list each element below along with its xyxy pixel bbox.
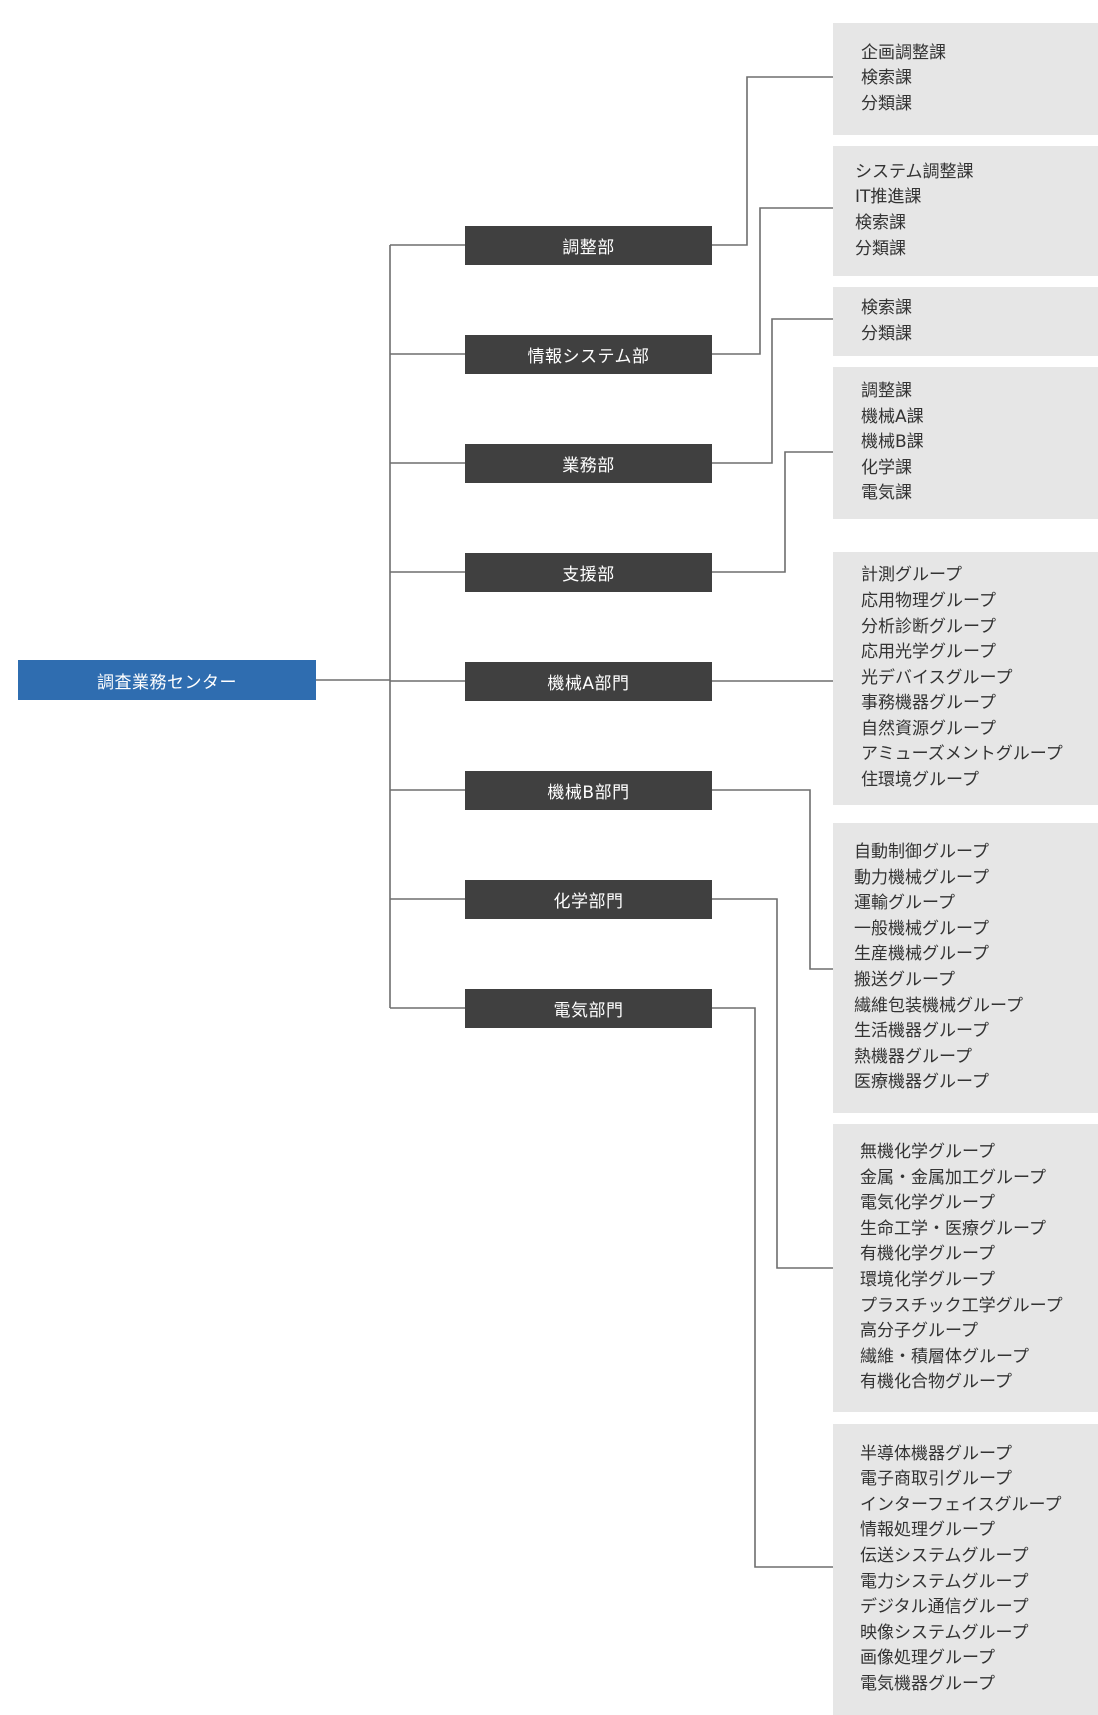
units-panel-denki: 半導体機器グループ電子商取引グループインターフェイスグループ情報処理グループ伝送… [833, 1424, 1098, 1715]
panel-connector [712, 1007, 833, 1568]
unit-item: デジタル通信グループ [860, 1597, 1029, 1618]
units-panel-joho-system: システム調整課 IT推進課検索課分類課 [833, 146, 1098, 276]
unit-item: 繊維・積層体グループ [860, 1346, 1029, 1367]
unit-item: 搬送グループ [854, 970, 955, 990]
unit-item: 検索課 [861, 297, 912, 318]
unit-item: 検索課 [861, 68, 912, 89]
unit-list: 計測グループ応用物理グループ分析診断グループ応用光学グループ光デバイスグループ事… [861, 563, 1063, 793]
unit-item: 電子商取引グループ [860, 1469, 1012, 1490]
dept-node-kikai-a: 機械A部門 [465, 662, 712, 701]
units-panel-kikai-b: 自動制御グループ動力機械グループ運輸グループ一般機械グループ生産機械グループ搬送… [833, 823, 1098, 1113]
unit-item: インターフェイスグループ [860, 1494, 1062, 1515]
unit-item: 機械B課 [861, 432, 924, 453]
dept-node-chosei: 調整部 [465, 226, 712, 265]
unit-item: 情報処理グループ [860, 1520, 995, 1541]
dept-node-gyomu: 業務部 [465, 444, 712, 483]
root-node: 調査業務センター [18, 660, 316, 700]
dept-label: 業務部 [562, 456, 615, 476]
units-panel-gyomu: 検索課分類課 [833, 287, 1098, 356]
unit-item: 電気機器グループ [860, 1673, 995, 1694]
unit-item: 一般機械グループ [854, 918, 989, 939]
unit-list: 無機化学グループ金属・金属加工グループ電気化学グループ生命工学・医療グループ有機… [860, 1140, 1063, 1396]
unit-item: 運輸グループ [854, 893, 955, 914]
unit-list: 調整課機械A課機械B課化学課電気課 [861, 379, 924, 507]
dept-label: 電気部門 [553, 1001, 624, 1021]
unit-item: 自然資源グループ [861, 718, 996, 739]
unit-item: 有機化学グループ [860, 1244, 995, 1265]
units-panel-chosei: 企画調整課検索課分類課 [833, 23, 1098, 135]
dept-label: 機械B部門 [547, 783, 630, 803]
dept-node-joho-system: 情報システム部 [465, 335, 712, 374]
dept-label: 調整部 [562, 238, 615, 258]
units-panel-kagaku: 無機化学グループ金属・金属加工グループ電気化学グループ生命工学・医療グループ有機… [833, 1124, 1098, 1412]
unit-item: アミューズメントグループ [861, 744, 1063, 765]
dept-label: 機械A部門 [547, 674, 630, 694]
unit-list: 企画調整課検索課分類課 [861, 41, 946, 118]
panel-connector [712, 207, 833, 355]
units-panel-kikai-a: 計測グループ応用物理グループ分析診断グループ応用光学グループ光デバイスグループ事… [833, 552, 1098, 805]
unit-item: 繊維包装機械グループ [854, 995, 1023, 1016]
unit-list: システム調整課 IT推進課検索課分類課 [855, 160, 974, 262]
unit-item: 生活機器グループ [854, 1021, 989, 1042]
unit-item: 検索課 [855, 213, 906, 233]
unit-item: IT推進課 [855, 187, 922, 208]
dept-node-shien: 支援部 [465, 553, 712, 592]
unit-item: 分析診断グループ [861, 616, 996, 637]
unit-item: プラスチック工学グループ [860, 1295, 1063, 1316]
unit-list: 検索課分類課 [861, 296, 912, 347]
panel-connector [712, 451, 833, 573]
dept-label: 支援部 [562, 565, 615, 585]
unit-item: 企画調整課 [861, 42, 946, 63]
unit-item: 電気化学グループ [860, 1193, 995, 1214]
unit-item: 高分子グループ [860, 1321, 978, 1342]
unit-item: 生産機械グループ [854, 944, 989, 965]
unit-item: 自動制御グループ [854, 842, 989, 863]
unit-item: 伝送システムグループ [860, 1545, 1029, 1566]
unit-item: 医療機器グループ [854, 1072, 989, 1093]
panel-connector [712, 76, 833, 246]
unit-item: 光デバイスグループ [861, 667, 1013, 688]
panel-connector [712, 789, 833, 970]
unit-item: 事務機器グループ [861, 693, 996, 714]
unit-item: 機械A課 [861, 406, 924, 427]
unit-item: 電力システムグループ [860, 1571, 1029, 1592]
unit-item: システム調整課 [855, 161, 974, 182]
dept-node-kikai-b: 機械B部門 [465, 771, 712, 810]
unit-list: 半導体機器グループ電子商取引グループインターフェイスグループ情報処理グループ伝送… [860, 1442, 1061, 1698]
unit-item: 応用物理グループ [861, 590, 996, 611]
unit-item: 環境化学グループ [860, 1270, 995, 1290]
unit-item: 半導体機器グループ [860, 1443, 1012, 1464]
unit-item: 生命工学・医療グループ [860, 1218, 1046, 1239]
units-panel-shien: 調整課機械A課機械B課化学課電気課 [833, 367, 1098, 519]
unit-item: 化学課 [861, 457, 912, 478]
unit-item: 調整課 [861, 381, 912, 402]
unit-item: 金属・金属加工グループ [860, 1167, 1046, 1188]
unit-item: 電気課 [861, 483, 912, 504]
unit-item: 無機化学グループ [860, 1142, 995, 1163]
unit-item: 計測グループ [861, 565, 962, 586]
dept-label: 化学部門 [553, 892, 624, 912]
unit-item: 分類課 [855, 238, 906, 259]
unit-item: 熱機器グループ [854, 1046, 972, 1067]
unit-item: 分類課 [861, 323, 912, 344]
dept-node-kagaku: 化学部門 [465, 880, 712, 919]
panel-connector [712, 898, 833, 1269]
unit-item: 住環境グループ [861, 770, 979, 791]
unit-item: 動力機械グループ [854, 867, 989, 888]
dept-node-denki: 電気部門 [465, 989, 712, 1028]
unit-item: 画像処理グループ [860, 1648, 995, 1669]
dept-label: 情報システム部 [527, 347, 650, 367]
unit-item: 分類課 [861, 93, 912, 114]
root-label: 調査業務センター [97, 672, 237, 693]
unit-item: 有機化合物グループ [860, 1372, 1012, 1393]
panel-connector [712, 318, 833, 464]
unit-item: 応用光学グループ [861, 642, 996, 663]
unit-item: 映像システムグループ [860, 1622, 1029, 1643]
unit-list: 自動制御グループ動力機械グループ運輸グループ一般機械グループ生産機械グループ搬送… [854, 840, 1023, 1096]
